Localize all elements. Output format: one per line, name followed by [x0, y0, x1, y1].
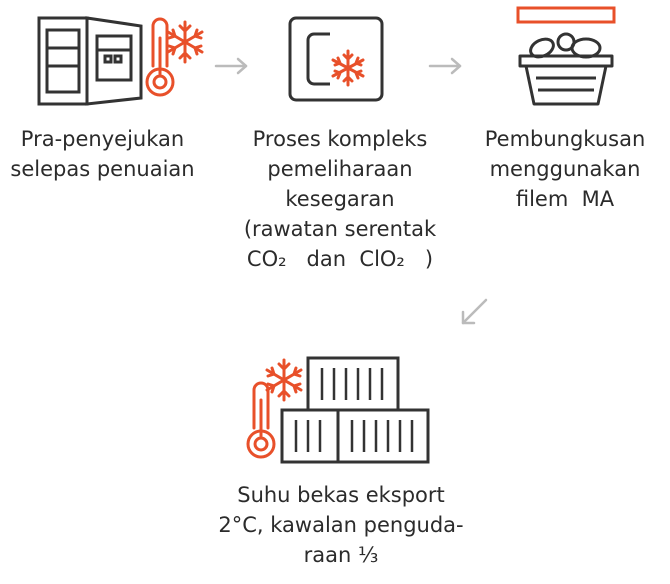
step-2-label: Proses kompleks pemeliharaan kesegaran (…	[243, 127, 437, 271]
fruit-basket-film-icon	[516, 6, 616, 106]
open-refrigerator-thermometer-snowflake-icon	[37, 16, 204, 106]
step-1-label: Pra-penyejukan selepas penuaian	[10, 127, 195, 181]
step-4-label: Suhu bekas eksport 2°C, kawalan penguda-…	[218, 483, 464, 567]
arrow-right-icon	[428, 57, 462, 75]
step-3-label: Pembungkusan menggunakan filem MA	[484, 127, 646, 211]
arrow-right-icon	[214, 57, 248, 75]
chamber-snowflake-icon	[288, 16, 384, 102]
arrow-down-left-icon	[461, 298, 488, 325]
cold-container-thermometer-icon	[246, 356, 430, 464]
